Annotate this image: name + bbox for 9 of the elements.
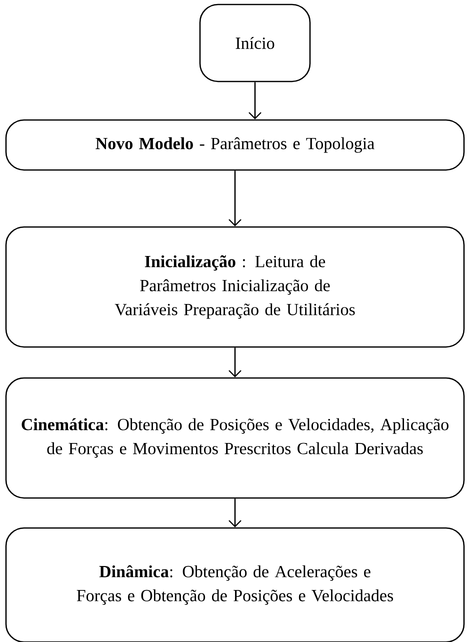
arrow bbox=[248, 82, 262, 120]
process-box: Início bbox=[199, 4, 311, 82]
arrow bbox=[228, 348, 242, 378]
arrow bbox=[228, 170, 242, 226]
process-box: Inicialização : Leitura de Parâmetros Inicialização de Variáveis Preparação de Utilitários bbox=[5, 226, 465, 348]
process-box: Dinâmica: Obtenção de Acelerações e Forças e Obtenção de Posições e Velocidades bbox=[5, 527, 465, 642]
process-box: Cinemática: Obtenção de Posições e Velocidades, Aplicação de Forças e Movimentos Prescritos Calcula Derivadas bbox=[5, 377, 465, 499]
arrow bbox=[228, 498, 242, 528]
process-box: Novo Modelo - Parâmetros e Topologia bbox=[5, 119, 465, 171]
